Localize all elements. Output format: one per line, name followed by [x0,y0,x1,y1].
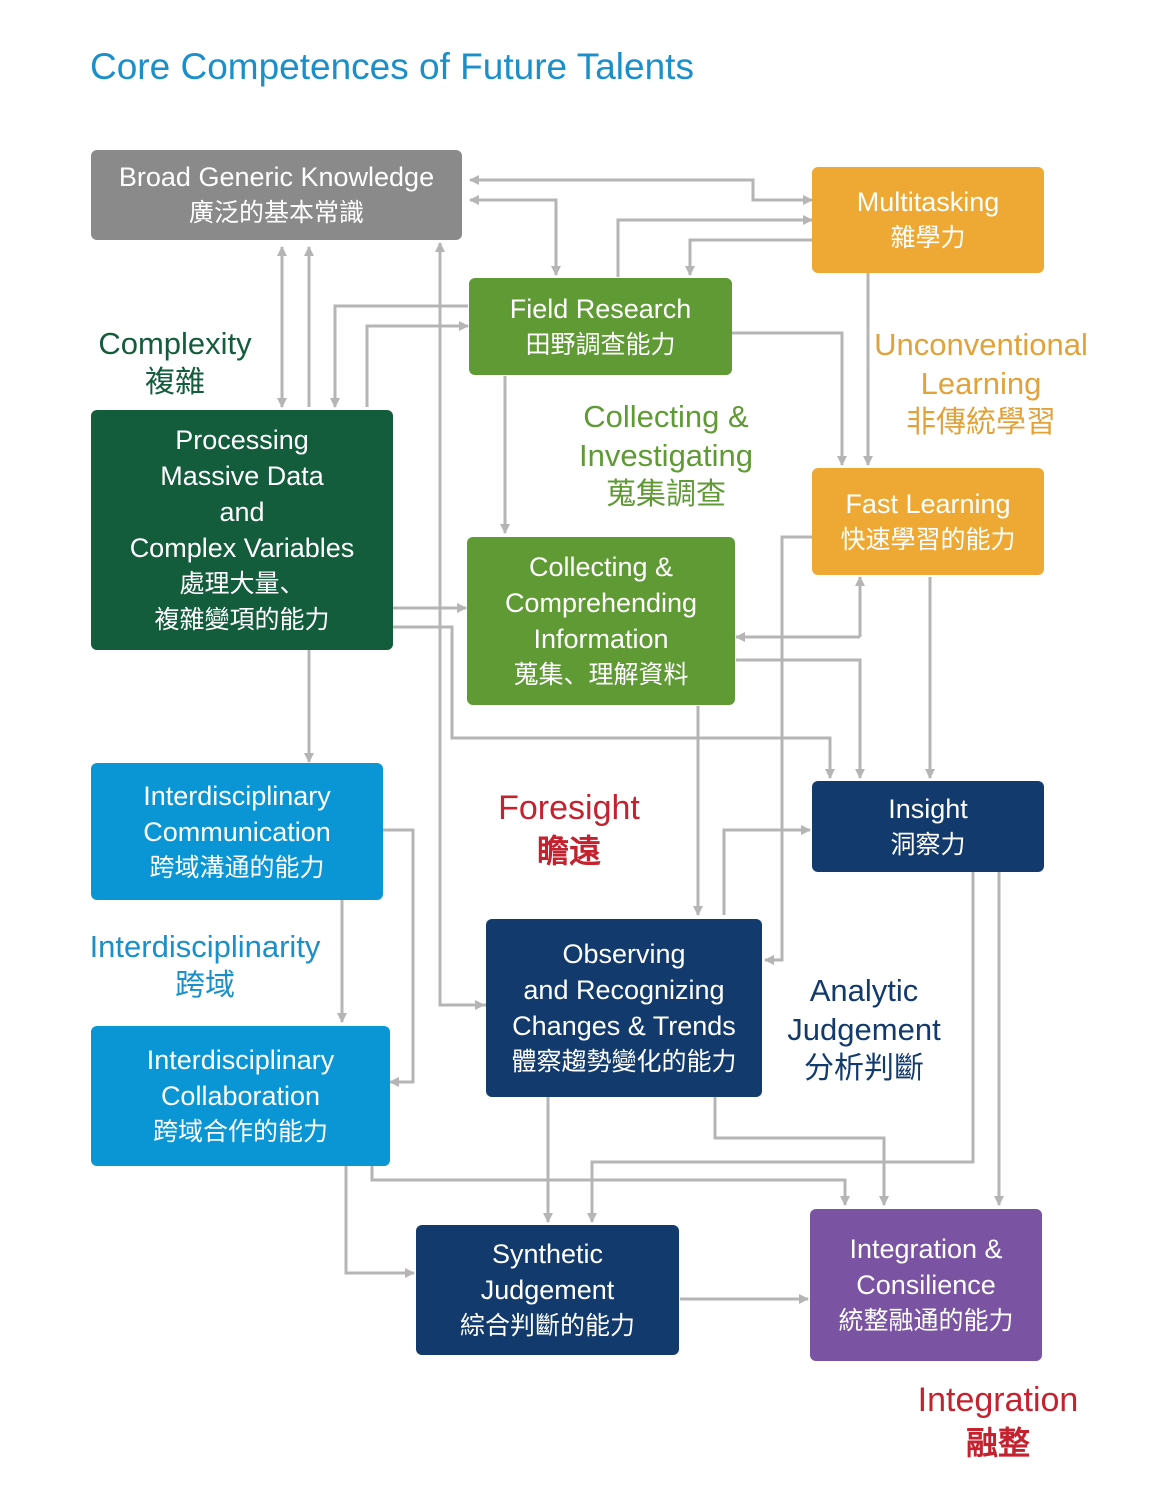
node-insight: Insight 洞察力 [812,781,1044,872]
arrow [722,825,811,915]
node-fast-learning: Fast Learning 快速學習的能力 [812,468,1044,575]
arrow [470,198,561,276]
node-multitasking: Multitasking 雜學力 [812,167,1044,273]
group-label-zh: 非傳統學習 [906,405,1056,440]
node-label-zh: 處理大量、 [179,569,305,598]
arrow [732,331,847,466]
node-label-zh: 綜合判斷的能力 [459,1311,635,1340]
node-label-en: Integration & Consilience [849,1231,1002,1303]
group-label-zh: 分析判斷 [804,1051,924,1086]
group-label-en: Integration [917,1381,1079,1419]
node-label-en: Broad Generic Knowledge [118,162,435,192]
node-label-zh: 複雜變項的能力 [154,605,330,634]
node-label-zh: 雜學力 [890,223,966,252]
label-line: Communication [143,816,331,847]
arrow [751,180,813,205]
label-line: Consilience [856,1270,996,1300]
label-line: Interdisciplinary [146,1045,335,1075]
group-analytic-judgement: Analytic Judgement 分析判斷 [778,971,950,1088]
group-label-zh: 瞻遠 [536,832,601,870]
arrow [438,243,485,1010]
node-broad-generic-knowledge: Broad Generic Knowledge 廣泛的基本常識 [91,150,462,240]
label-line: Information [533,624,669,654]
label-line: Integration & [849,1234,1003,1264]
label-line: Processing [175,425,309,455]
arrow [616,215,813,277]
node-label-zh: 體察趨勢變化的能力 [511,1047,737,1076]
group-interdisciplinarity: Interdisciplinarity 跨域 [78,927,332,1005]
group-integration: Integration 融整 [900,1379,1096,1465]
label-line: Collecting & [528,552,674,582]
arrow [393,625,835,779]
node-label-zh: 統整融通的能力 [838,1306,1014,1335]
group-label-en: Unconventional [874,327,1088,362]
node-label-zh: 洞察力 [890,829,966,859]
group-unconventional-learning: Unconventional Learning 非傳統學習 [868,325,1094,442]
node-label-zh: 跨域合作的能力 [152,1117,328,1146]
node-label-en: Interdisciplinary Communication [143,778,331,850]
node-label-en: Insight [888,793,968,824]
node-field-research: Field Research 田野調查能力 [469,278,732,375]
label-line: and [219,497,265,527]
arrow [713,1097,889,1206]
arrow [736,658,865,779]
group-complexity: Complexity 複雜 [92,324,258,402]
node-label-en: Field Research [509,293,692,324]
group-foresight: Foresight 瞻遠 [488,787,650,873]
node-label-zh: 廣泛的基本常識 [188,198,364,227]
label-line: Synthetic [491,1239,604,1269]
group-label-zh: 融整 [965,1424,1030,1462]
node-observing-recognizing-changes: Observing and Recognizing Changes & Tren… [486,919,762,1097]
node-collecting-comprehending-information: Collecting & Comprehending Information 蒐… [467,537,735,705]
arrow [587,872,975,1223]
group-label-en: Foresight [498,789,640,827]
label-line: Collaboration [160,1081,321,1111]
group-label-zh: 跨域 [175,968,235,1003]
group-label-zh: 蒐集調查 [606,477,726,512]
node-interdisciplinary-collaboration: Interdisciplinary Collaboration 跨域合作的能力 [91,1026,390,1166]
node-label-zh: 快速學習的能力 [840,524,1016,554]
arrow [344,1165,415,1278]
group-label-en: Analytic [809,973,919,1008]
node-processing-massive-data: Processing Massive Data and Complex Vari… [91,410,393,650]
node-label-en: Synthetic Judgement [481,1236,615,1308]
group-label-en: Learning [920,366,1042,401]
group-label-en: Investigating [578,438,754,473]
group-label-en: Complexity [98,326,252,361]
node-label-zh: 蒐集、理解資料 [513,660,689,689]
arrow [370,1165,850,1206]
arrow [330,304,468,408]
node-label-en: Multitasking [856,187,1000,217]
arrow [469,175,755,200]
node-integration-consilience: Integration & Consilience 統整融通的能力 [810,1209,1042,1361]
label-line: Interdisciplinary [143,780,331,811]
label-line: Observing [562,939,686,969]
group-label-en: Interdisciplinarity [89,929,321,964]
label-line: Massive Data [160,461,324,491]
group-collecting-investigating: Collecting & Investigating 蒐集調查 [570,397,762,514]
node-synthetic-judgement: Synthetic Judgement 綜合判斷的能力 [416,1225,679,1355]
label-line: Changes & Trends [512,1011,736,1041]
node-label-en: Fast Learning [845,488,1011,519]
label-line: Judgement [480,1275,615,1305]
label-line: Comprehending [504,588,698,618]
group-label-zh: 複雜 [145,365,205,400]
node-label-en: Processing Massive Data and Complex Vari… [130,422,355,566]
arrow [383,828,415,1087]
node-label-zh: 田野調查能力 [525,329,676,359]
arrow [365,321,469,407]
node-label-zh: 跨域溝通的能力 [149,852,325,882]
node-label-en: Observing and Recognizing Changes & Tren… [512,936,736,1044]
group-label-en: Collecting & [583,399,749,434]
node-interdisciplinary-communication: Interdisciplinary Communication 跨域溝通的能力 [91,763,383,900]
group-label-en: Judgement [787,1012,941,1047]
arrow [685,238,812,276]
label-line: Complex Variables [129,533,355,563]
page-title: Core Competences of Future Talents [90,46,694,87]
node-label-en: Collecting & Comprehending Information [505,549,697,657]
label-line: and Recognizing [523,975,725,1005]
node-label-en: Interdisciplinary Collaboration [147,1042,335,1114]
arrow [764,535,812,965]
